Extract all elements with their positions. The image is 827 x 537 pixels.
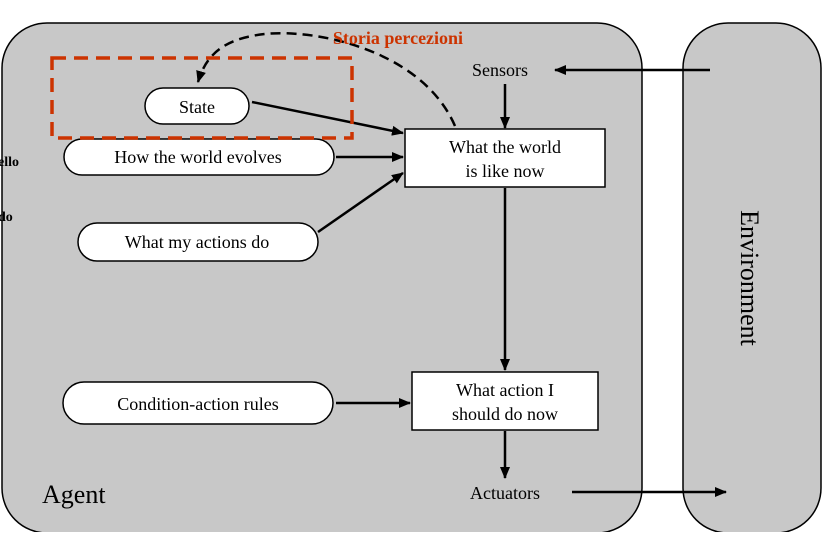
agent-label: Agent (42, 480, 106, 509)
environment-label: Environment (735, 210, 764, 347)
left-cut-label-1: ello (0, 155, 19, 170)
oval-condition-action-rules-label: Condition-action rules (117, 394, 278, 414)
actuators-label: Actuators (470, 483, 540, 503)
oval-state-label: State (179, 97, 215, 117)
oval-condition-action-rules (62, 381, 334, 425)
oval-what-my-actions-do (77, 222, 319, 262)
box-action-now-line2: should do now (452, 404, 558, 424)
box-world-now (404, 128, 606, 188)
box-action-now (411, 371, 599, 431)
box-world-now-line2: is like now (466, 161, 545, 181)
sensors-label: Sensors (472, 60, 528, 80)
box-action-now-line1: What action I (456, 380, 554, 400)
left-cut-label-2: do (0, 210, 13, 225)
arrow-state-to-world-now (251, 100, 404, 136)
oval-how-world-evolves-label: How the world evolves (114, 147, 281, 167)
dashed-feedback-arrow (196, 31, 457, 127)
arrow-actions-to-world-now (317, 171, 404, 234)
box-world-now-line1: What the world (449, 137, 561, 157)
agent-panel (1, 22, 643, 534)
annotation-dashed-box (50, 56, 354, 140)
oval-what-my-actions-do-label: What my actions do (125, 232, 269, 252)
oval-state (144, 87, 250, 125)
annotation-title: Storia percezioni (333, 28, 463, 48)
